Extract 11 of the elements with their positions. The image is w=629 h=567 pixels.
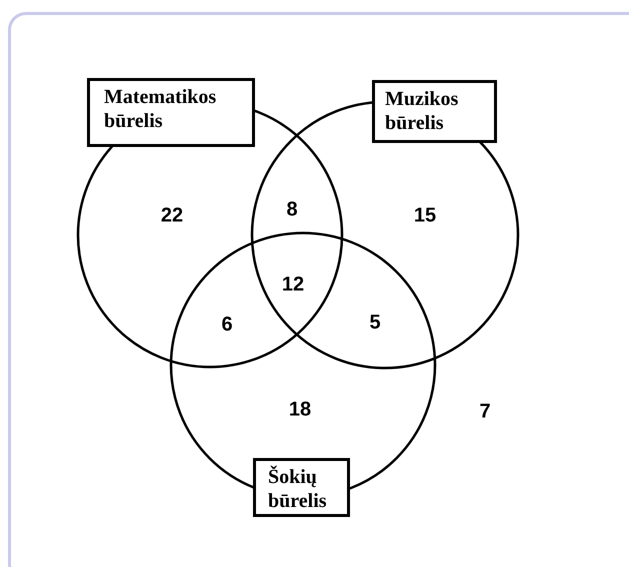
region-count: 7 [479,400,491,424]
region-count: 5 [369,312,381,334]
region-count: 22 [160,204,184,228]
set-label: Muzikos būrelis [372,80,497,143]
region-count: 18 [288,398,312,422]
region-count: 12 [282,274,304,296]
region-count: 6 [221,314,233,336]
set-label: Matematikos būrelis [87,78,255,147]
region-count: 15 [414,204,436,228]
region-count: 8 [286,198,298,222]
set-label: Šokių būrelis [253,458,350,517]
